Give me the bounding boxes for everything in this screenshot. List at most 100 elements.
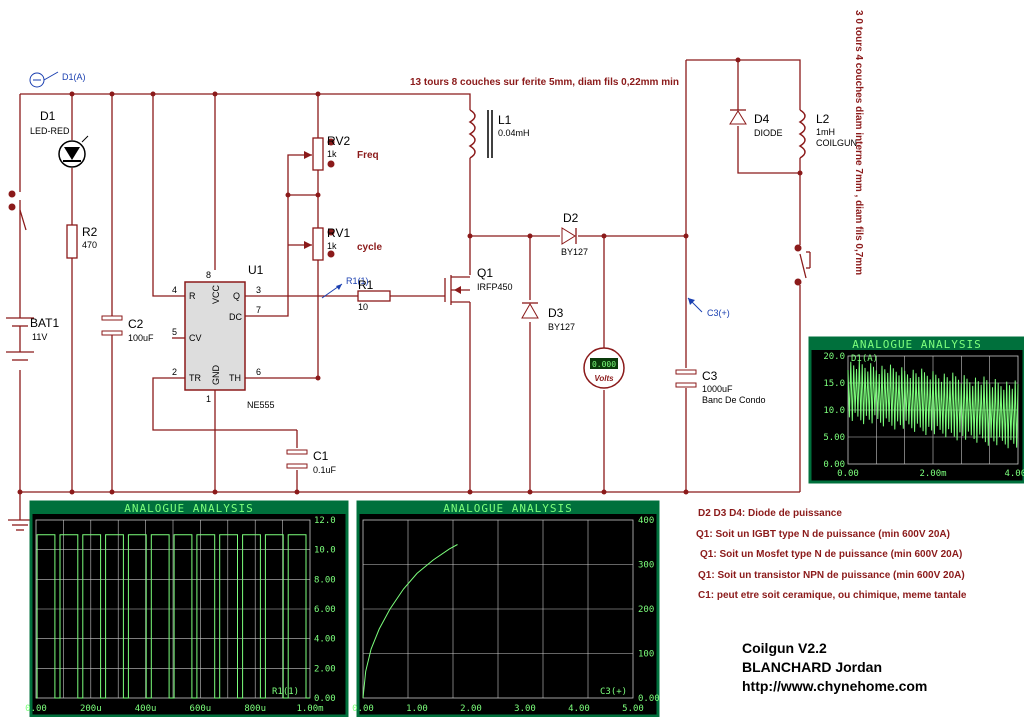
scope-x-tick: 1.00 (406, 704, 428, 714)
bat1-name: BAT1 (30, 316, 59, 330)
scope-x-tick: 4.00 (568, 704, 590, 714)
u1-pin-num-2: 2 (172, 367, 177, 377)
l2-name: L2 (816, 112, 830, 126)
d1-name: D1 (40, 109, 56, 123)
d4-value: DIODE (754, 128, 783, 138)
scope-y-tick: 12.0 (314, 516, 336, 526)
u1-pin-num-7: 7 (256, 305, 261, 315)
potentiometer-rv2[interactable] (304, 137, 335, 171)
scope-x-tick: 0.00 (25, 704, 47, 714)
rv1-name: RV1 (327, 226, 350, 240)
d3-name: D3 (548, 306, 564, 320)
notes: D2 D3 D4: Diode de puissance Q1: Soit un… (696, 508, 967, 601)
scope-y-tick: 15.0 (823, 379, 845, 389)
scope-x-tick: 4.00m (1004, 469, 1024, 479)
scope-x-tick: 2.00m (919, 469, 946, 479)
scope-y-tick: 200 (638, 605, 654, 615)
scope-d1a[interactable]: ANALOGUE ANALYSIS 20.015.010.05.000.00 0… (808, 336, 1024, 484)
scope1-grid (847, 355, 1019, 465)
scope-y-tick: 10.0 (823, 406, 845, 416)
q1-name: Q1 (477, 266, 493, 280)
r2-value: 470 (82, 240, 97, 250)
footer-url[interactable]: http://www.chynehome.com (742, 678, 927, 694)
voltage-probe-icon[interactable] (29, 71, 59, 88)
scope3-title: ANALOGUE ANALYSIS (443, 502, 573, 515)
u1-pin-vcc: VCC (211, 284, 221, 304)
scope-y-tick: 300 (638, 561, 654, 571)
switch-right[interactable] (794, 244, 811, 286)
rv1-value: 1k (327, 241, 337, 251)
scope-x-tick: 600u (190, 704, 212, 714)
scope2-ylabels: 12.010.08.006.004.002.000.00 (314, 516, 336, 704)
u1-name: U1 (248, 263, 264, 277)
switch-left[interactable] (8, 190, 27, 236)
voltmeter-display: 0.000 (592, 360, 616, 369)
resistor-r1[interactable] (357, 290, 391, 302)
r1-value: 10 (358, 302, 368, 312)
scope-y-tick: 8.00 (314, 575, 336, 585)
scope-x-tick: 800u (244, 704, 266, 714)
scope3-trace-label: C3(+) (600, 687, 627, 697)
diode-d4[interactable] (729, 109, 747, 125)
rv1-note: cycle (357, 242, 382, 253)
scope-x-tick: 3.00 (514, 704, 536, 714)
scope3-trace (362, 544, 458, 699)
scope-x-tick: 2.00 (460, 704, 482, 714)
scope2-grid (35, 519, 311, 699)
scope1-trace (847, 360, 1019, 449)
l2-value: 1mH (816, 127, 835, 137)
junctions (17, 57, 803, 495)
mosfet-q1[interactable] (444, 275, 470, 305)
c1-name: C1 (313, 449, 329, 463)
c2-value: 100uF (128, 333, 154, 343)
scope-y-tick: 0.00 (823, 460, 845, 470)
scope2-trace-label: R1(1) (272, 687, 299, 697)
capacitor-c1[interactable] (286, 449, 308, 469)
battery-bat1[interactable] (6, 317, 34, 361)
scope-r1[interactable]: ANALOGUE ANALYSIS 12.010.08.006.004.002.… (25, 500, 349, 717)
u1-pin-gnd: GND (211, 365, 221, 386)
c3-name: C3 (702, 369, 718, 383)
rv2-name: RV2 (327, 134, 350, 148)
l1-value: 0.04mH (498, 128, 530, 138)
scope-y-tick: 100 (638, 650, 654, 660)
probe-r1-label: R1(1) (346, 276, 369, 286)
voltmeter[interactable]: 0.000 Volts (583, 347, 625, 389)
capacitor-c3[interactable] (675, 369, 697, 388)
scope1-title: ANALOGUE ANALYSIS (852, 338, 982, 351)
note-1: Q1: Soit un IGBT type N de puissance (mi… (696, 529, 950, 540)
probe-d1a-label: D1(A) (62, 72, 86, 82)
l1-name: L1 (498, 113, 512, 127)
ne555-chip[interactable] (184, 281, 246, 391)
capacitor-c2[interactable] (101, 315, 123, 336)
l2-value2: COILGUN (816, 138, 857, 148)
diode-d3[interactable] (521, 302, 539, 319)
inductor-l2[interactable] (798, 109, 806, 159)
diode-d2[interactable] (561, 227, 577, 245)
footer-author: BLANCHARD Jordan (742, 659, 882, 675)
footer-title: Coilgun V2.2 (742, 640, 827, 656)
resistor-r2[interactable] (66, 224, 78, 259)
u1-pin-r: R (189, 291, 196, 301)
u1-pin-num-5: 5 (172, 327, 177, 337)
wires (19, 59, 801, 520)
led-d1-icon[interactable] (58, 135, 89, 168)
scope3-grid (362, 519, 634, 699)
scope1-ylabels: 20.015.010.05.000.00 (823, 352, 845, 470)
voltmeter-unit: Volts (594, 374, 614, 383)
c3-probe-icon[interactable] (687, 297, 703, 313)
rv2-note: Freq (357, 150, 379, 161)
scope-y-tick: 0.00 (638, 694, 660, 704)
u1-pin-num-4: 4 (172, 285, 177, 295)
r1-probe-icon[interactable] (321, 283, 343, 299)
d3-value: BY127 (548, 322, 575, 332)
potentiometer-rv1[interactable] (304, 227, 335, 261)
inductor-l1[interactable] (468, 109, 493, 159)
l1-annotation: 13 tours 8 couches sur ferite 5mm, diam … (410, 77, 679, 88)
bat1-value: 11V (32, 332, 47, 342)
